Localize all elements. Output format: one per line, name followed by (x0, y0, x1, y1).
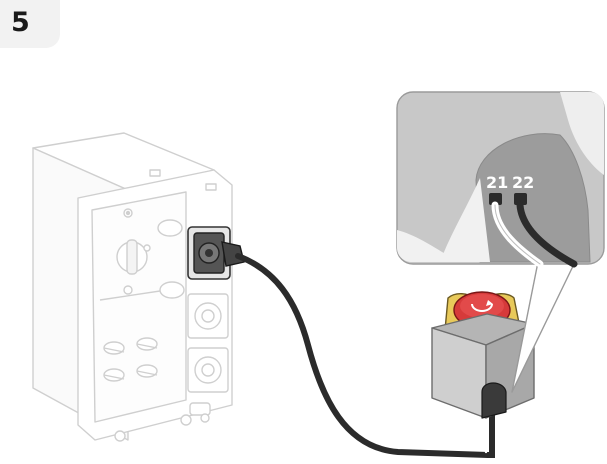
power-connector-icon (188, 227, 244, 279)
terminal-label-22: 22 (512, 173, 534, 192)
control-unit-icon (33, 133, 232, 441)
terminal-label-21: 21 (486, 173, 508, 192)
